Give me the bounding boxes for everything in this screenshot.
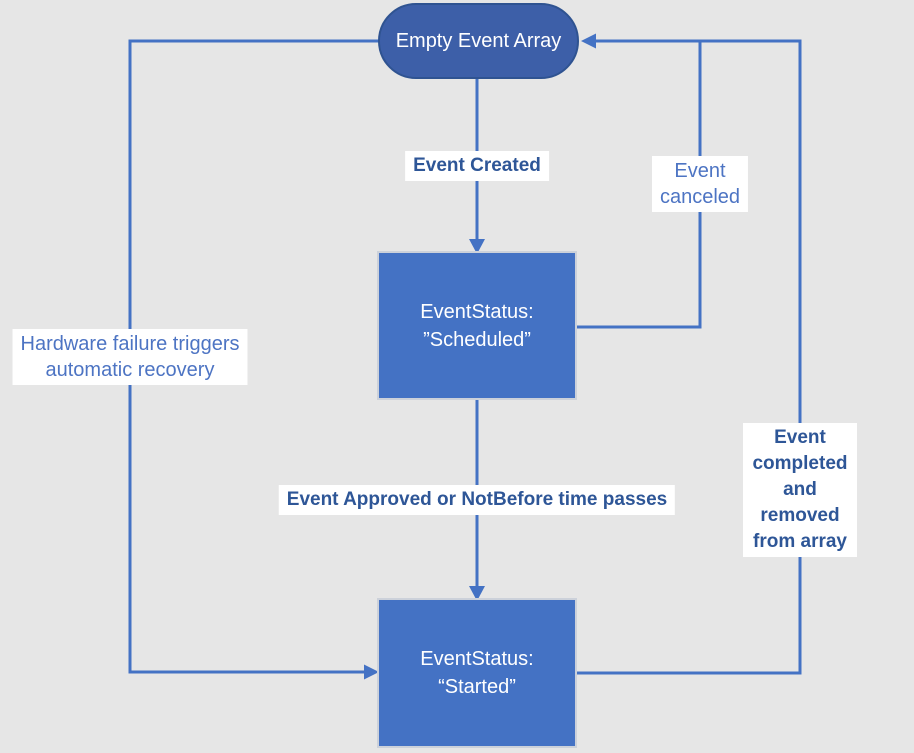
edge-label-event-created: Event Created (405, 151, 549, 181)
node-eventstatus-scheduled: EventStatus: ”Scheduled” (377, 251, 577, 400)
node-eventstatus-scheduled-label: EventStatus: ”Scheduled” (420, 300, 534, 351)
edge-event-approved-arrowhead (469, 586, 485, 601)
edge-hardware-failure-arrowhead (364, 664, 379, 680)
edge-label-event-completed: Event completed and removed from array (743, 423, 857, 557)
edge-event-completed-line (576, 39, 802, 675)
edge-label-event-approved: Event Approved or NotBefore time passes (278, 485, 676, 515)
node-empty-event-array: Empty Event Array (378, 3, 579, 79)
edge-event-created-arrowhead (469, 239, 485, 254)
node-empty-event-array-label: Empty Event Array (395, 30, 562, 52)
node-eventstatus-started: EventStatus: “Started” (377, 598, 577, 748)
edge-event-completed-arrowhead (581, 33, 596, 49)
node-eventstatus-started-label: EventStatus: “Started” (420, 648, 534, 698)
edge-label-hardware-failure: Hardware failure triggers automatic reco… (12, 329, 248, 385)
edge-label-event-canceled: Event canceled (651, 156, 749, 212)
edge-event-canceled-line (576, 41, 702, 329)
